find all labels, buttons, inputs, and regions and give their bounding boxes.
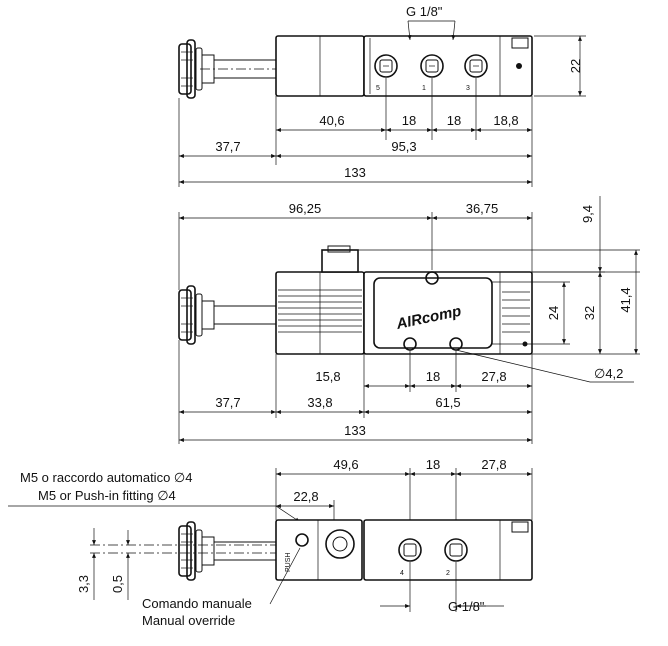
bottom-dim-3-3: 3,3 <box>76 575 91 593</box>
manual-override-button <box>325 529 355 559</box>
valve-body-top <box>363 35 533 97</box>
front-dim-96-25: 96,25 <box>289 201 322 216</box>
front-dim-37-7: 37,7 <box>215 395 240 410</box>
note-m5-italian: M5 o raccordo automatico ∅4 <box>20 470 192 485</box>
front-dim-15-8: 15,8 <box>315 369 340 384</box>
top-view: 5 1 3 G 1/8" 22 40,6 18 18 18,8 37 <box>178 4 586 187</box>
port-number-1: 1 <box>422 85 426 92</box>
port-number-2: 2 <box>446 570 450 577</box>
coil-fins <box>278 289 362 333</box>
port-number-3: 3 <box>466 85 470 92</box>
port-number-5: 5 <box>376 85 380 92</box>
front-dim-41-4: 41,4 <box>618 287 633 312</box>
bottom-dim-49-6: 49,6 <box>333 457 358 472</box>
end-cap-fins <box>502 291 530 333</box>
logo-plate <box>373 277 493 349</box>
bottom-dim-22-8: 22,8 <box>293 489 318 504</box>
front-dim-24: 24 <box>546 306 561 320</box>
top-dim-40-6: 40,6 <box>319 113 344 128</box>
top-height-dim: 22 <box>568 59 583 73</box>
port-2-bottom <box>444 538 468 562</box>
front-dim-27-8: 27,8 <box>481 369 506 384</box>
push-label: PUSH <box>285 553 292 572</box>
top-dim-37-7: 37,7 <box>215 139 240 154</box>
bottom-dim-18: 18 <box>426 457 440 472</box>
front-dim-18: 18 <box>426 369 440 384</box>
top-port-label: G 1/8" <box>406 4 443 19</box>
note-override-english: Manual override <box>142 613 235 628</box>
port-1-top <box>420 54 444 78</box>
coil-cap-front <box>178 285 215 345</box>
front-view: 96,25 36,75 <box>178 196 640 444</box>
top-dim-18-8: 18,8 <box>493 113 518 128</box>
bottom-view: M5 o raccordo automatico ∅4 M5 or Push-i… <box>8 457 533 628</box>
front-dim-36-75: 36,75 <box>466 201 499 216</box>
bottom-dim-27-8: 27,8 <box>481 457 506 472</box>
front-dim-61-5: 61,5 <box>435 395 460 410</box>
front-dim-33-8: 33,8 <box>307 395 332 410</box>
port-4-bottom <box>398 538 422 562</box>
front-hole-dia: ∅4,2 <box>594 366 623 381</box>
pilot-fitting <box>295 533 309 547</box>
bottom-dim-0-5: 0,5 <box>110 575 125 593</box>
front-dim-total: 133 <box>344 423 366 438</box>
top-dim-18-b: 18 <box>447 113 461 128</box>
connector-front <box>321 249 359 273</box>
top-dim-18-a: 18 <box>402 113 416 128</box>
port-number-4: 4 <box>400 570 404 577</box>
coil-cap-top <box>178 39 215 99</box>
coil-cap-bottom <box>178 521 215 581</box>
top-dim-total: 133 <box>344 165 366 180</box>
front-dim-32: 32 <box>582 306 597 320</box>
note-override-italian: Comando manuale <box>142 596 252 611</box>
note-m5-english: M5 or Push-in fitting ∅4 <box>38 488 176 503</box>
top-dim-95-3: 95,3 <box>391 139 416 154</box>
bottom-port-label: G 1/8" <box>448 599 485 614</box>
port-5-top <box>374 54 398 78</box>
valve-body-bottom <box>363 519 533 581</box>
front-dim-9-4: 9,4 <box>580 205 595 223</box>
port-3-top <box>464 54 488 78</box>
solenoid-tube-front <box>213 305 277 325</box>
